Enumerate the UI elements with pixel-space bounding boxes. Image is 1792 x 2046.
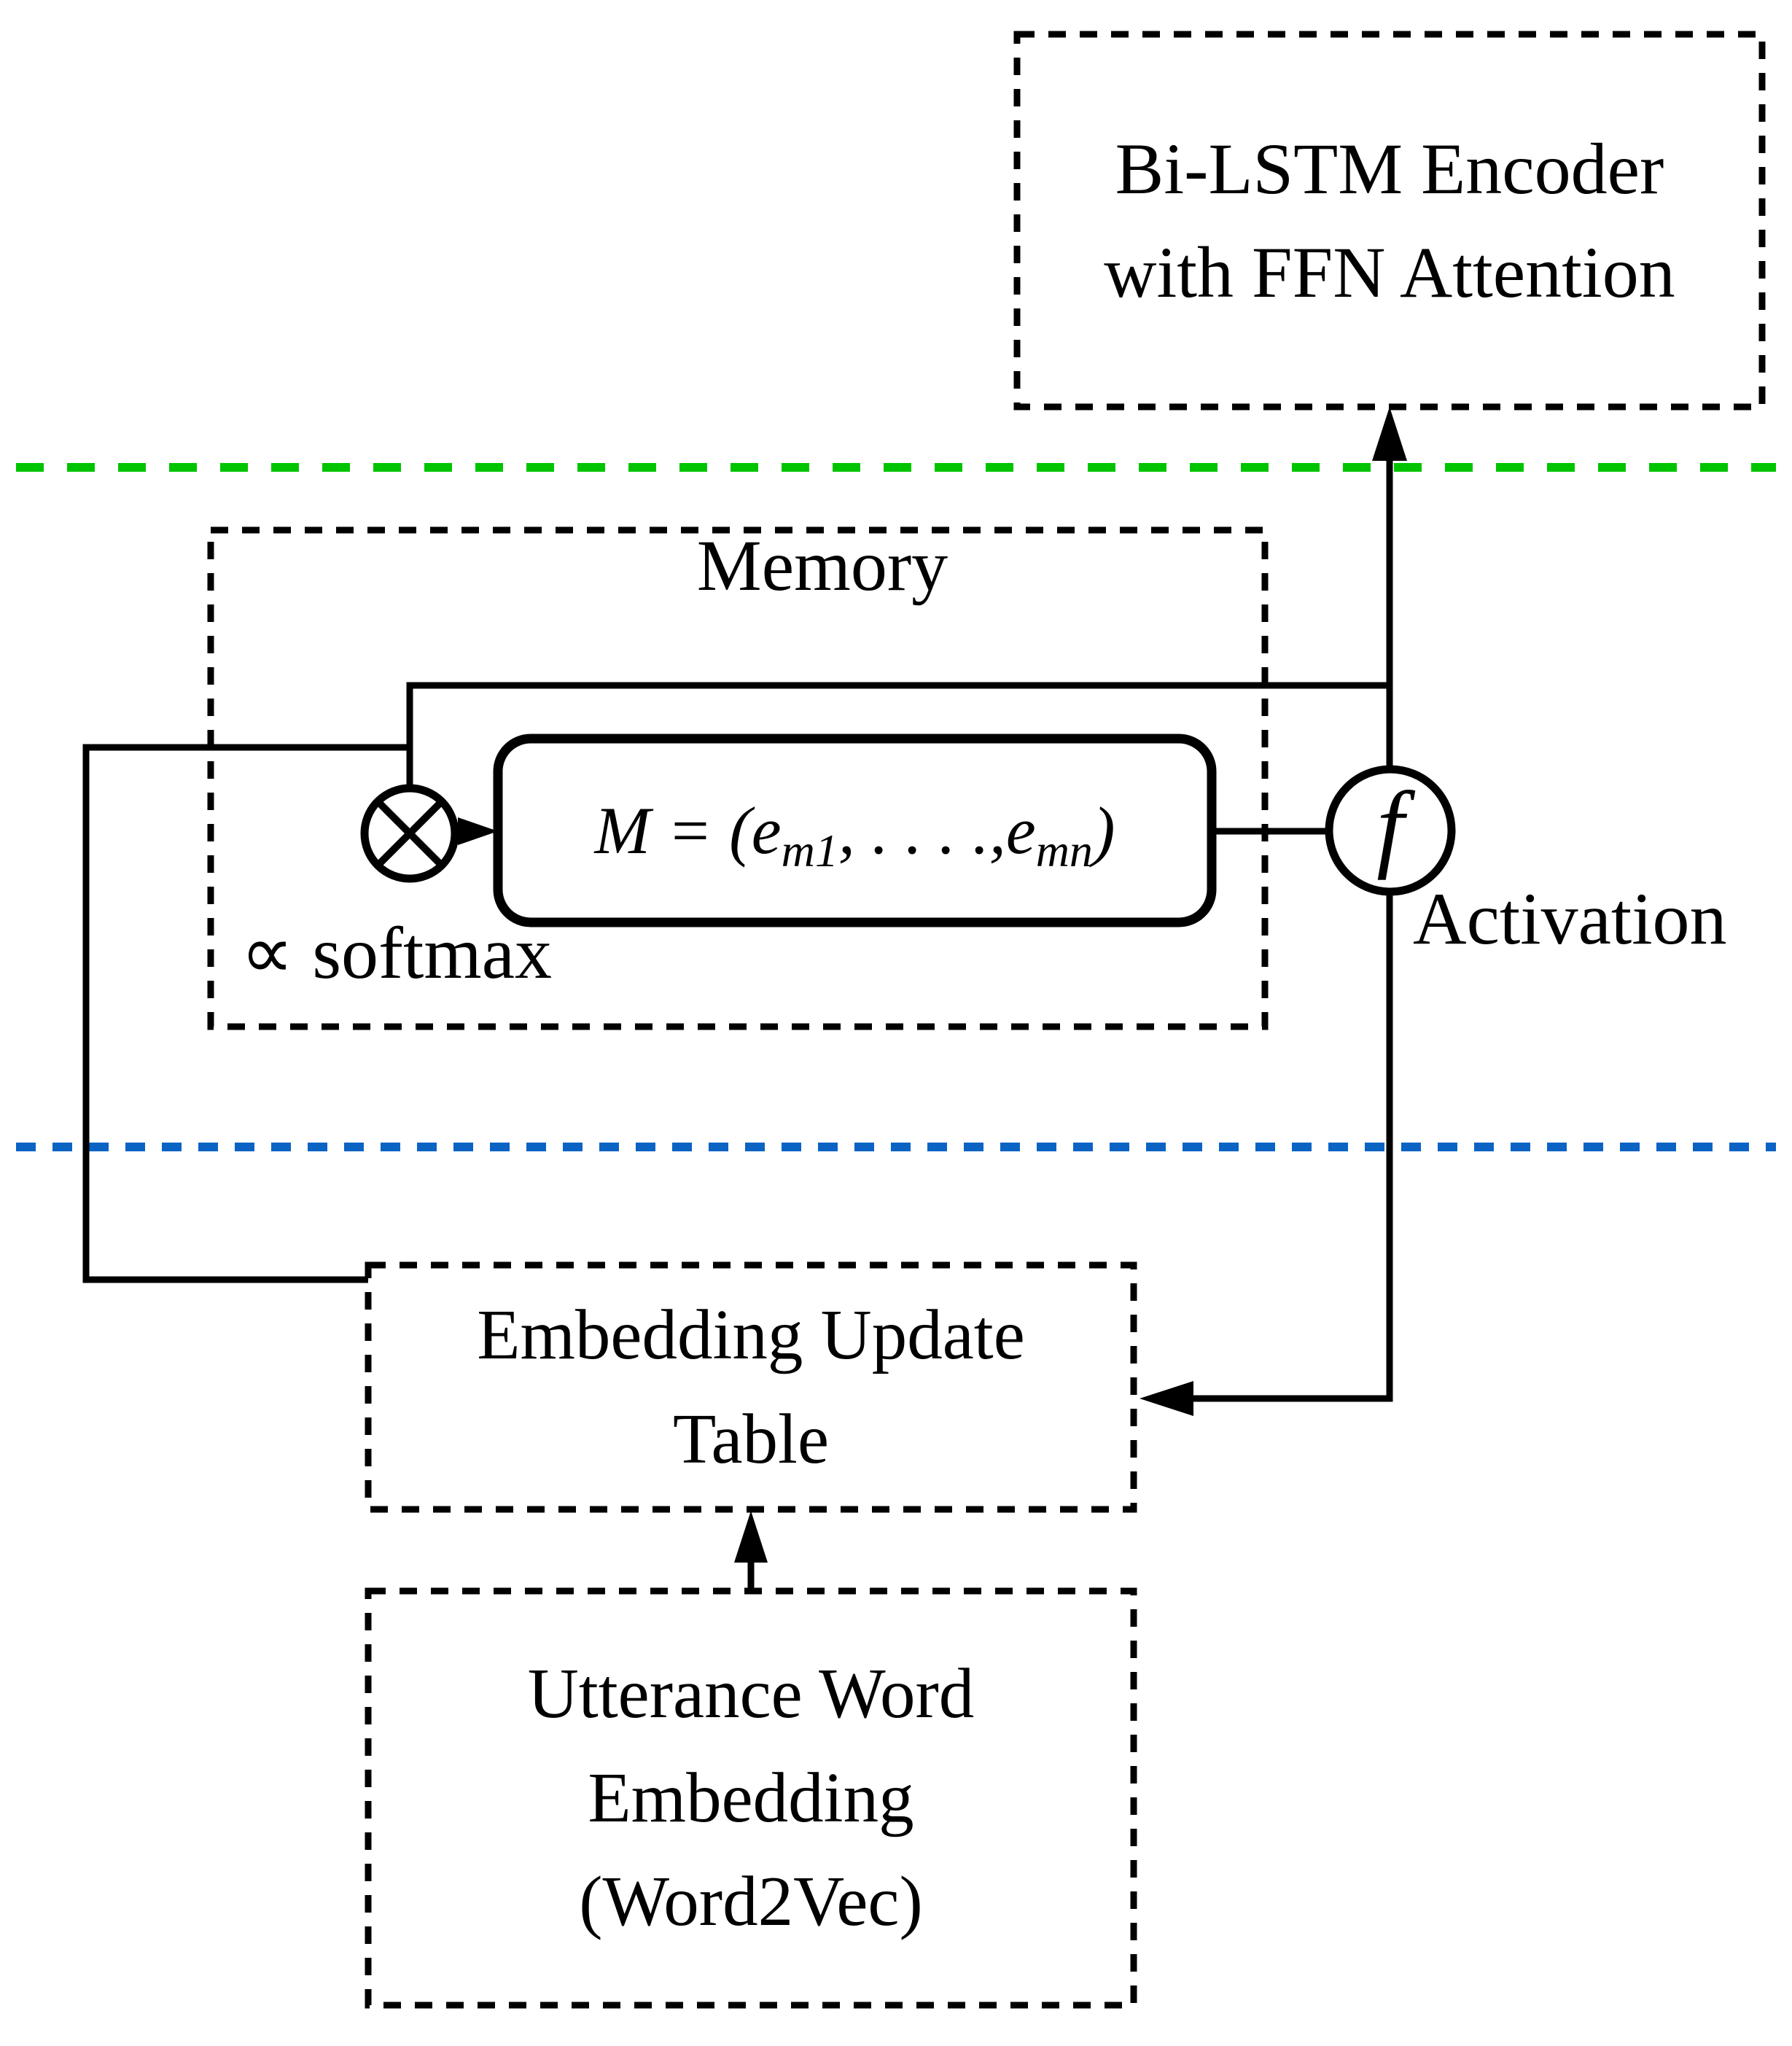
- activation-label: Activation: [1413, 878, 1727, 960]
- memory-matrix-node: [493, 734, 1217, 927]
- embedding-update-table-label-line2: Table: [672, 1399, 830, 1478]
- bilstm-encoder-box: [1013, 31, 1766, 411]
- connector-lines: [82, 437, 1393, 1591]
- activation-to-update-table-line: [1188, 893, 1393, 1402]
- formula-prefix: M = (e: [594, 793, 782, 868]
- memory-to-activation-column-line: [406, 682, 1390, 788]
- softmax-label: ∝ softmax: [241, 912, 552, 995]
- utterance-word-embedding-label-line3: (Word2Vec): [579, 1862, 923, 1941]
- memory-title: Memory: [696, 525, 948, 606]
- utterance-word-embedding-label-line1: Utterance Word: [527, 1654, 975, 1733]
- bilstm-encoder-label-line1: Bi-LSTM Encoder: [1115, 128, 1664, 209]
- otimes-icon: [360, 784, 459, 883]
- activation-circle: [1325, 765, 1456, 896]
- utterance-word-embedding-box: [365, 1587, 1137, 2009]
- formula-suffix: ): [1092, 793, 1115, 868]
- arrowhead-up-into-encoder: [1372, 407, 1407, 461]
- arrowhead-up-into-update-table: [734, 1511, 768, 1563]
- formula-subscript-m1: m1: [781, 825, 838, 876]
- arrowheads: [458, 407, 1407, 1563]
- activation-symbol: f: [1376, 771, 1404, 881]
- otimes-diagonal-2: [375, 798, 445, 868]
- feedback-left-loop-line: [82, 744, 410, 1283]
- embedding-update-table-label-line1: Embedding Update: [477, 1295, 1025, 1374]
- embedding-update-table-label: Embedding Update Table: [368, 1265, 1134, 1509]
- memory-box: [207, 526, 1269, 1030]
- utterance-word-embedding-label-line2: Embedding: [588, 1758, 914, 1837]
- formula-middle: , . . . .,e: [838, 793, 1036, 868]
- bilstm-encoder-label: Bi-LSTM Encoder with FFN Attention: [1017, 34, 1762, 407]
- formula-subscript-mn: mn: [1035, 825, 1093, 876]
- utterance-word-embedding-label: Utterance Word Embedding (Word2Vec): [368, 1591, 1134, 2005]
- arrowhead-left-into-update-table: [1140, 1381, 1193, 1416]
- arrowhead-right-into-matrix: [458, 817, 498, 845]
- bilstm-encoder-label-line2: with FFN Attention: [1104, 231, 1675, 313]
- embedding-update-table-box: [365, 1261, 1137, 1513]
